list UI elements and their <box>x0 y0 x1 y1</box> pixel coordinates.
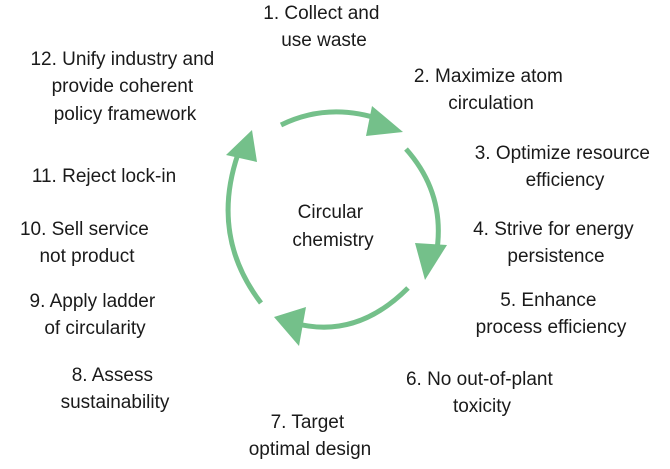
principle-2: 2. Maximize atom circulation <box>414 66 568 114</box>
center-label: Circular chemistry <box>292 202 374 251</box>
principle-5: 5. Enhance process efficiency <box>476 290 627 338</box>
center-label-line: Circular <box>298 202 364 223</box>
principle-3: 3. Optimize resource efficiency <box>475 143 656 191</box>
arrow-bottom <box>293 286 410 330</box>
principle-4: 4. Strive for energy persistence <box>473 219 639 267</box>
principle-7: 7. Target optimal design <box>249 412 372 460</box>
arrow-right <box>404 147 441 257</box>
cycle-arrows <box>225 106 447 346</box>
principle-8: 8. Assess sustainability <box>61 365 170 413</box>
arrowhead-bottom-icon <box>274 307 306 346</box>
arrow-left <box>225 153 263 305</box>
principle-12: 12. Unify industry and provide coherent … <box>30 49 219 125</box>
arrowhead-right-icon <box>415 243 447 280</box>
principle-10: 10. Sell service not product <box>20 219 154 267</box>
principle-9: 9. Apply ladder of circularity <box>30 291 161 339</box>
arrowhead-top-icon <box>366 106 403 136</box>
arrowhead-left-icon <box>226 130 257 162</box>
principle-11: 11. Reject lock-in <box>32 166 176 187</box>
principle-1: 1. Collect and use waste <box>263 3 384 51</box>
center-label-line: chemistry <box>292 230 374 251</box>
principle-6: 6. No out-of-plant toxicity <box>406 369 558 417</box>
